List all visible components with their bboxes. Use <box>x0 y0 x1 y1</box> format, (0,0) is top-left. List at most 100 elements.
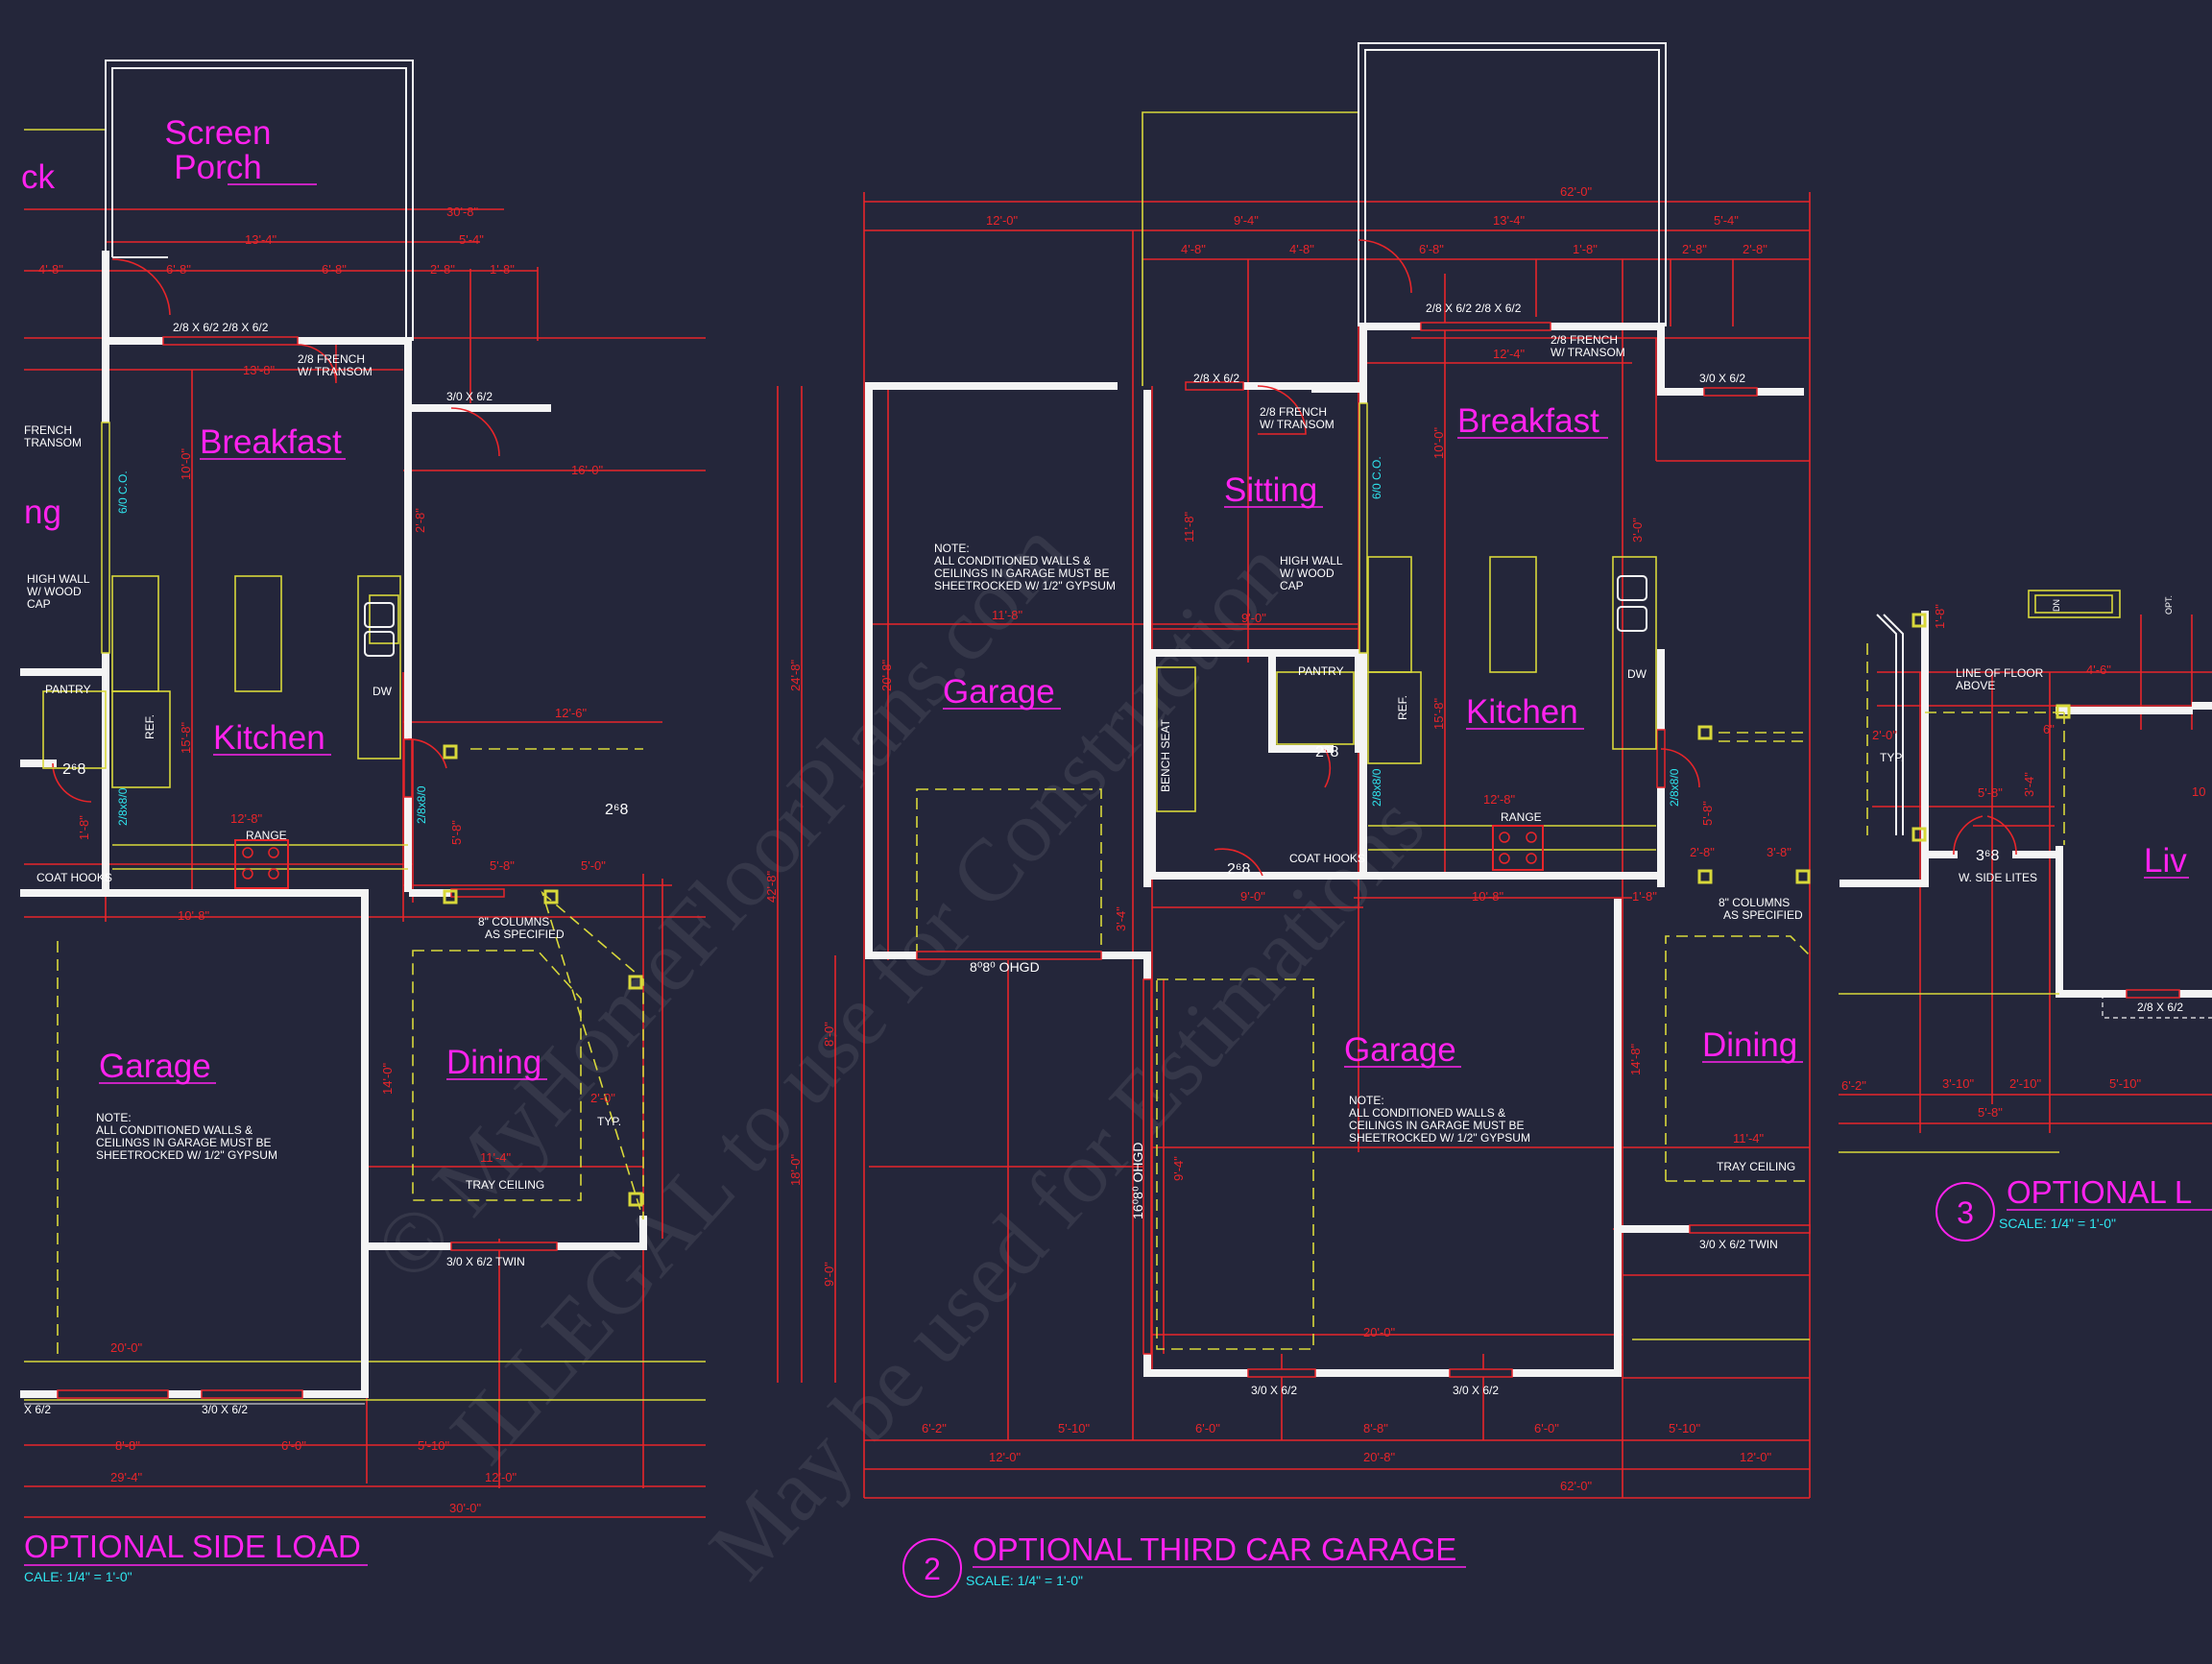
plan1-scale: CALE: 1/4" = 1'-0" <box>24 1569 132 1584</box>
p1-dim-27: 5'-0" <box>581 858 606 873</box>
p2-door-26b: 2⁶8 <box>1227 861 1250 878</box>
p3-side-lites: W. SIDE LITES <box>1959 871 2037 884</box>
plan3-title-block: 3 OPTIONAL L SCALE: 1/4" = 1'-0" <box>1936 1174 2212 1242</box>
p1-columns-1: 8" COLUMNS <box>478 915 549 928</box>
p1-dim-28: 2'-8" <box>413 508 427 533</box>
plan3-scale: SCALE: 1/4" = 1'-0" <box>1999 1216 2116 1231</box>
p1-co: 6/0 C.O. <box>116 470 130 514</box>
p3-typ: TYP. <box>1880 751 1904 764</box>
p3-dim-10: 1'-8" <box>1933 604 1947 629</box>
p2-coat-hooks: COAT HOOKS <box>1289 852 1365 865</box>
plan1-kitchen-fixtures <box>42 575 408 889</box>
p1-dim-21: 8'-8" <box>115 1438 140 1453</box>
p2-french-1: 2/8 FRENCH <box>1551 333 1618 347</box>
p1-note-1: NOTE: <box>96 1111 132 1124</box>
p2-note-b-4: SHEETROCKED W/ 1/2" GYPSUM <box>1349 1131 1530 1145</box>
p2-door-vert-b: 2/8x8/0 <box>1668 768 1681 807</box>
p3-dim-11: 6" <box>2043 722 2055 736</box>
p2-dim-8: 6'-8" <box>1419 242 1444 256</box>
p1-pantry: PANTRY <box>45 683 91 696</box>
plan1-title: OPTIONAL SIDE LOAD <box>24 1529 361 1564</box>
plan1-screen-porch-outline <box>105 60 414 341</box>
p1-coat-hooks: COAT HOOKS <box>36 871 112 884</box>
p2-sitting-door: 2/8 X 6/2 <box>1193 372 1239 385</box>
plan2-room-labels: Garage Sitting Breakfast Kitchen Garage … <box>943 402 1803 1069</box>
p2-label-kitchen: Kitchen <box>1466 693 1578 731</box>
p1-dim-29: 1'-8" <box>77 815 91 840</box>
plan3-dimension-text: 6'-2" 3'-10" 2'-10" 5'-10" 5'-8" 2'-0" 4… <box>1841 604 2205 1120</box>
plan2-dimension-text: 62'-0" 12'-0" 9'-4" 13'-4" 5'-4" 4'-8" 4… <box>764 184 1791 1493</box>
p1-dim-16: 10'-8" <box>178 908 210 923</box>
p2-ref: REF. <box>1396 695 1409 720</box>
p1-dim-4: 4'-8" <box>38 262 63 277</box>
plan1-title-block: OPTIONAL SIDE LOAD CALE: 1/4" = 1'-0" <box>24 1529 368 1584</box>
p2-dim-43: 9'-4" <box>1171 1156 1186 1181</box>
plan1-dimension-text: 30'-8" 13'-4" 5'-4" 4'-8" 6'-8" 6'-8" 2'… <box>38 205 615 1515</box>
p1-dim-3: 5'-4" <box>459 232 484 247</box>
p3-dim-7: 4'-6" <box>2086 663 2111 677</box>
p2-dw: DW <box>1627 667 1647 681</box>
p2-dim-1: 62'-0" <box>1560 184 1593 199</box>
p1-dim-18: 14'-0" <box>380 1062 395 1095</box>
p3-door-bottom: 2/8 X 6/2 <box>2137 1001 2183 1014</box>
plan1-openings <box>52 336 558 1399</box>
p3-dim-6: 2'-0" <box>1872 728 1897 742</box>
p2-high-wall-3: CAP <box>1280 579 1304 592</box>
p3-dim-1: 6'-2" <box>1841 1078 1866 1093</box>
p1-door-vert-right: 2/8x8/0 <box>415 785 428 824</box>
p1-high-wall-3: CAP <box>27 597 51 611</box>
p2-pantry: PANTRY <box>1298 664 1344 678</box>
p1-dw: DW <box>373 685 393 698</box>
label-garage: Garage <box>99 1048 211 1085</box>
p3-dim-8: 5'-8" <box>1978 785 2003 800</box>
p1-note-3: CEILINGS IN GARAGE MUST BE <box>96 1136 271 1149</box>
p1-dim-24: 29'-4" <box>110 1470 143 1484</box>
p2-columns-1: 8" COLUMNS <box>1719 896 1790 909</box>
label-screen-porch-line2: Porch <box>174 149 261 186</box>
plan3-number-circle <box>1936 1182 1995 1242</box>
p3-label-living: Liv <box>2144 842 2187 880</box>
p1-dim-7: 2'-8" <box>430 262 455 277</box>
p1-dim-25: 12'-0" <box>485 1470 517 1484</box>
p2-dim-17: 20'-8" <box>879 659 894 691</box>
p2-dim-34: 12'-0" <box>1740 1450 1772 1464</box>
p2-dim-18: 11'-8" <box>992 608 1023 622</box>
p3-dn: DN <box>2052 599 2061 612</box>
p1-dim-26: 30'-0" <box>449 1501 482 1515</box>
p2-sitting-french-2: W/ TRANSOM <box>1260 418 1334 431</box>
p2-co: 6/0 C.O. <box>1370 456 1383 499</box>
p2-note-a-3: CEILINGS IN GARAGE MUST BE <box>934 567 1109 580</box>
plan3-labels: Liv LINE OF FLOOR ABOVE TYP. 3⁶8 W. SIDE… <box>1880 595 2189 1014</box>
p2-dim-30: 6'-0" <box>1534 1421 1559 1435</box>
p1-note-2: ALL CONDITIONED WALLS & <box>96 1123 252 1137</box>
p2-dim-7: 4'-8" <box>1289 242 1314 256</box>
p1-high-wall-1: HIGH WALL <box>27 572 90 586</box>
p2-tray: TRAY CEILING <box>1717 1160 1795 1173</box>
p2-label-dining: Dining <box>1702 1026 1797 1064</box>
p2-dim-23: 14'-8" <box>1628 1043 1643 1075</box>
label-living: ng <box>24 494 61 531</box>
label-breakfast: Breakfast <box>200 423 342 461</box>
p2-note-b-1: NOTE: <box>1349 1094 1384 1107</box>
plan2-walls <box>865 42 1804 1377</box>
p2-dim-24: 11'-4" <box>1733 1131 1765 1146</box>
p2-door-bottom-1: 3/0 X 6/2 <box>1251 1384 1297 1397</box>
p1-dim-12: 15'-8" <box>179 721 193 754</box>
p3-dim-12: 10 <box>2192 784 2205 799</box>
p1-dim-13: 12'-8" <box>230 811 263 826</box>
p1-door-26b: 2⁶8 <box>605 802 628 818</box>
label-deck: ck <box>21 158 56 196</box>
plan-side-load: Screen Porch ck Breakfast ng Kitchen Gar… <box>20 60 706 1584</box>
plan-third-car-garage: Garage Sitting Breakfast Kitchen Garage … <box>764 42 1811 1598</box>
p2-sitting-french-1: 2/8 FRENCH <box>1260 405 1327 419</box>
p2-dim-6: 4'-8" <box>1181 242 1206 256</box>
p3-dim-2: 3'-10" <box>1942 1076 1975 1091</box>
p2-note-b-2: ALL CONDITIONED WALLS & <box>1349 1106 1505 1120</box>
p2-door-top: 2/8 X 6/2 2/8 X 6/2 <box>1426 301 1522 315</box>
plan1-room-labels: Screen Porch ck Breakfast ng Kitchen Gar… <box>21 114 547 1085</box>
p2-range: RANGE <box>1501 810 1542 824</box>
p1-french-left-1: FRENCH <box>24 423 72 437</box>
plan2-title-block: 2 OPTIONAL THIRD CAR GARAGE SCALE: 1/4" … <box>902 1531 1466 1598</box>
p3-dim-4: 5'-10" <box>2109 1076 2142 1091</box>
p1-ref: REF. <box>143 714 156 739</box>
